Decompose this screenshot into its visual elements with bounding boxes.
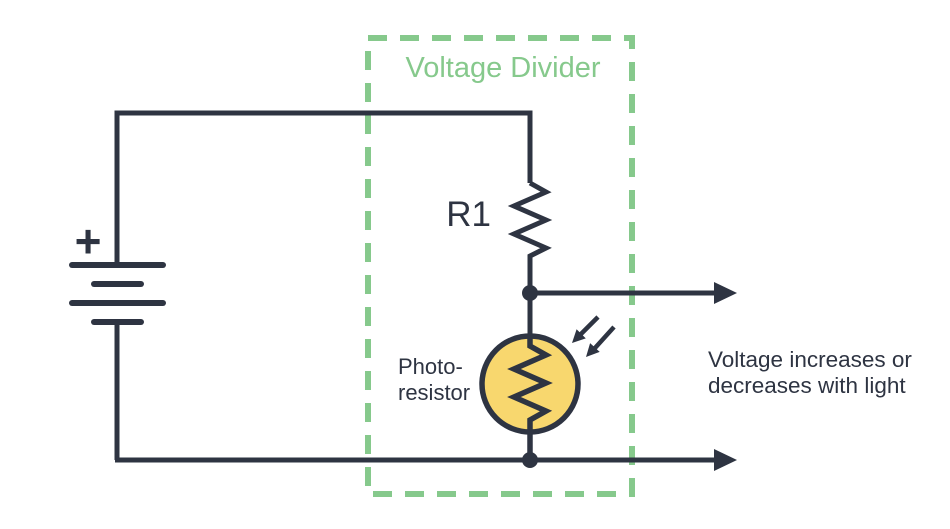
photoresistor-label: Photo- resistor [398, 354, 470, 405]
wire-battery-to-r1 [114, 110, 533, 265]
resistor-r1-label: R1 [446, 195, 491, 234]
photoresistor-label-line1: Photo- [398, 354, 463, 379]
light-rays [572, 315, 616, 357]
output-bottom-arrowhead-icon [714, 449, 737, 471]
resistor-r1-zigzag [507, 180, 553, 293]
photoresistor-zigzag [507, 337, 553, 460]
output-note: Voltage increases or decreases with ligh… [708, 347, 912, 398]
output-middle-arrowhead-icon [714, 282, 737, 304]
voltage-divider-title: Voltage Divider [405, 52, 600, 84]
output-note-line2: decreases with light [708, 373, 906, 398]
light-ray-1-arrowhead-icon [572, 329, 586, 343]
voltage-divider-boundary-box [365, 35, 635, 497]
battery-symbol: + [69, 215, 166, 325]
output-note-line1: Voltage increases or [708, 347, 912, 372]
junction-dot-middle [522, 285, 538, 301]
light-ray-2 [593, 325, 616, 350]
light-ray-1 [579, 315, 600, 336]
junction-dot-bottom [522, 452, 538, 468]
battery-positive-label: + [75, 215, 102, 267]
light-ray-2-arrowhead-icon [586, 343, 600, 357]
photoresistor-label-line2: resistor [398, 380, 470, 405]
